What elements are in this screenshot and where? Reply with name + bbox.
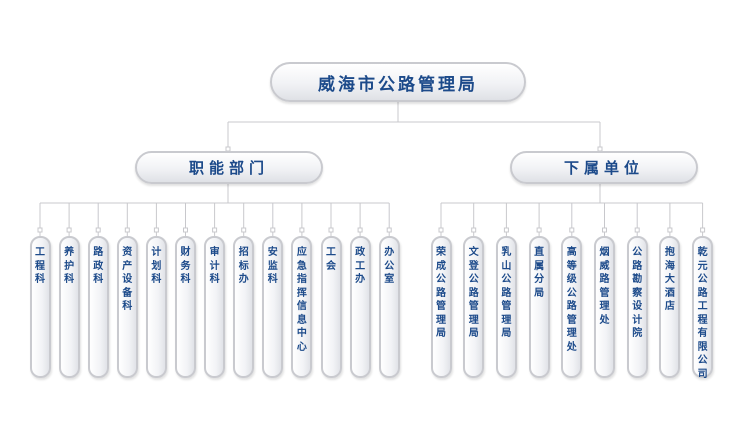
leaf-node: 资产设备科 [116,236,138,378]
connector-node [602,227,607,233]
connector-node [438,227,444,233]
leaf-node: 审计科 [204,236,226,378]
leaf-label: 公路勘察设计院 [632,247,643,339]
branch-functional-departments: 职能部门 [135,151,323,184]
leaf-node: 安监科 [262,236,284,378]
leaf-label: 计划科 [151,247,162,285]
leaf-node: 计划科 [145,236,167,378]
leaf-node: 乾元公路工程有限公司 [692,236,714,380]
branch-subordinate-units: 下属单位 [510,151,698,184]
leaf-node: 荣成公路管理局 [430,236,452,378]
leaf-node: 乳山公路管理局 [495,236,517,378]
connector-node [95,227,101,233]
root-node: 威海市公路管理局 [270,62,526,102]
leaf-label: 资产设备科 [122,247,133,312]
leaf-label: 政工办 [355,247,366,285]
leaf-label: 安监科 [267,247,278,285]
connector-node [124,227,130,233]
leaf-node: 文登公路管理局 [463,236,485,378]
branch-label: 职能部门 [188,159,269,177]
connector-node [536,227,542,233]
connector-node [634,227,640,233]
leaf-node: 工会 [320,236,342,378]
leaf-node: 办公室 [378,236,400,378]
leaf-label: 招标办 [238,247,249,285]
connector-node [212,227,218,233]
leaf-label: 直属分局 [534,247,545,299]
connector-node [569,227,575,233]
connector-node [241,227,247,233]
root-label: 威海市公路管理局 [318,74,478,95]
leaf-label: 办公室 [384,247,395,285]
leaf-label: 抱海大酒店 [664,247,675,312]
connector-node [153,227,159,233]
branch-label: 下属单位 [563,159,644,177]
connector-node [503,227,509,233]
leaf-node: 工程科 [29,236,51,378]
leaf-label: 审计科 [209,247,220,285]
leaf-node: 招标办 [233,236,255,378]
connector-node [667,227,673,233]
leaf-label: 工程科 [35,247,45,285]
leaf-node: 烟威路管理处 [594,236,615,378]
leaf-label: 烟威路管理处 [599,247,610,326]
leaf-node: 财务科 [175,236,196,378]
leaf-label: 高等级公路管理处 [566,247,577,353]
connector-node [386,227,392,233]
leaf-label: 工会 [326,247,336,272]
leaf-label: 财务科 [180,247,191,285]
leaf-label: 乾元公路工程有限公司 [697,247,708,380]
leaf-node: 政工办 [349,236,371,378]
leaf-node: 抱海大酒店 [659,236,681,378]
connector-node [357,227,363,233]
leaf-label: 乳山公路管理局 [501,247,512,339]
leaf-node: 应急指挥信息中心 [291,236,313,378]
leaf-label: 应急指挥信息中心 [296,247,307,353]
connector-node [37,227,43,233]
leaf-label: 文登公路管理局 [468,247,479,339]
connector-node [66,227,72,233]
leaf-label: 路政科 [93,247,104,285]
leaf-node: 直属分局 [528,236,550,378]
leaf-node: 高等级公路管理处 [561,236,583,378]
connector-node [471,227,477,233]
leaf-label: 荣成公路管理局 [436,247,446,339]
leaf-node: 路政科 [87,236,109,378]
leaf-node: 公路勘察设计院 [626,236,648,378]
connector-node [183,227,188,233]
leaf-node: 养护科 [58,236,80,378]
connector-node [328,227,334,233]
connector-node [700,227,706,233]
connector-node [270,227,276,233]
connector-node [299,227,305,233]
leaf-label: 养护科 [64,247,75,285]
